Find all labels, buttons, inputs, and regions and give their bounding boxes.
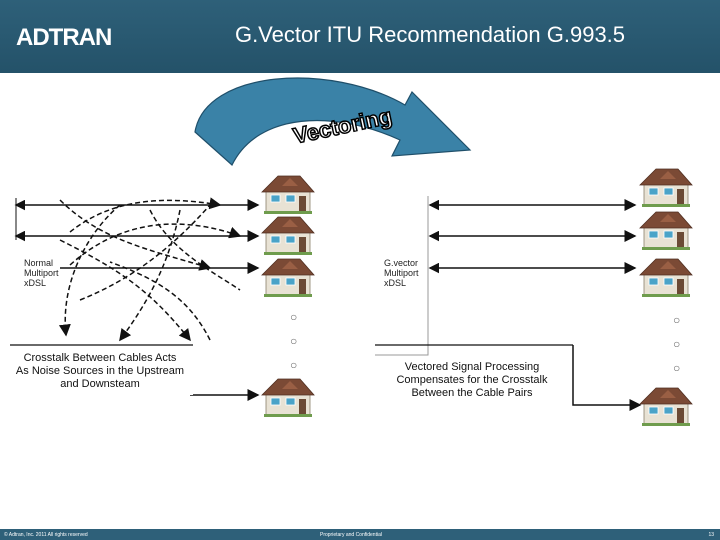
ellipsis-right-dot-2: ○	[673, 337, 681, 351]
right-bracket	[375, 196, 429, 356]
house-right-1	[639, 168, 693, 208]
ellipsis-left-dot-1: ○	[290, 310, 298, 324]
house-left-1	[261, 175, 315, 215]
left-label-line-3: xDSL	[24, 278, 47, 288]
right-label-line-1: G.vector	[384, 258, 419, 268]
footer-bar: © Adtran, Inc. 2011 All rights reserved …	[0, 529, 720, 540]
house-right-3	[639, 258, 693, 298]
ellipsis-left-dot-2: ○	[290, 334, 298, 348]
house-left-4	[261, 378, 315, 418]
crosstalk-note-line-3: and Downsteam	[60, 378, 140, 390]
ellipsis-left: ○ ○ ○	[290, 305, 300, 377]
crosstalk-note-line-2: As Noise Sources in the Upstream	[15, 365, 185, 377]
vectored-note-line-2: Compensates for the Crosstalk	[396, 374, 548, 386]
crosstalk-note-line-1: Crosstalk Between Cables Acts	[23, 352, 177, 364]
house-right-2	[639, 211, 693, 251]
gvector-multiport-label: G.vector Multiport xDSL	[384, 258, 419, 288]
right-label-line-2: Multiport	[384, 268, 419, 278]
footer-confidential: Proprietary and Confidential	[320, 532, 382, 538]
ellipsis-right-dot-1: ○	[673, 313, 681, 327]
header-bar: ADTRAN G.Vector ITU Recommendation G.993…	[0, 0, 720, 73]
vectored-note-line-1: Vectored Signal Processing	[404, 361, 540, 373]
left-label-line-2: Multiport	[24, 268, 59, 278]
page-number: 13	[708, 532, 714, 538]
svg-text:ADTRAN: ADTRAN	[16, 24, 111, 51]
crosstalk-curves	[58, 197, 242, 342]
adtran-logo: ADTRAN	[16, 24, 112, 51]
vectoring-arrow	[194, 77, 472, 166]
footer-copyright: © Adtran, Inc. 2011 All rights reserved	[4, 532, 88, 538]
house-right-4	[639, 387, 693, 427]
ellipsis-right-dot-3: ○	[673, 361, 681, 375]
left-note-box	[10, 345, 193, 395]
slide-title: G.Vector ITU Recommendation G.993.5	[234, 22, 626, 47]
right-box-connector	[572, 345, 642, 411]
ellipsis-right: ○ ○ ○	[673, 308, 683, 380]
left-label-line-1: Normal	[24, 258, 54, 268]
ellipsis-left-dot-3: ○	[290, 358, 298, 372]
vectored-note-line-3: Between the Cable Pairs	[411, 387, 533, 399]
house-left-3	[261, 258, 315, 298]
right-label-line-3: xDSL	[384, 278, 407, 288]
normal-multiport-label: Normal Multiport xDSL	[24, 258, 59, 288]
crosstalk-note: Crosstalk Between Cables Acts As Noise S…	[2, 352, 198, 391]
vectored-note: Vectored Signal Processing Compensates f…	[375, 361, 569, 400]
house-left-2	[261, 216, 315, 256]
